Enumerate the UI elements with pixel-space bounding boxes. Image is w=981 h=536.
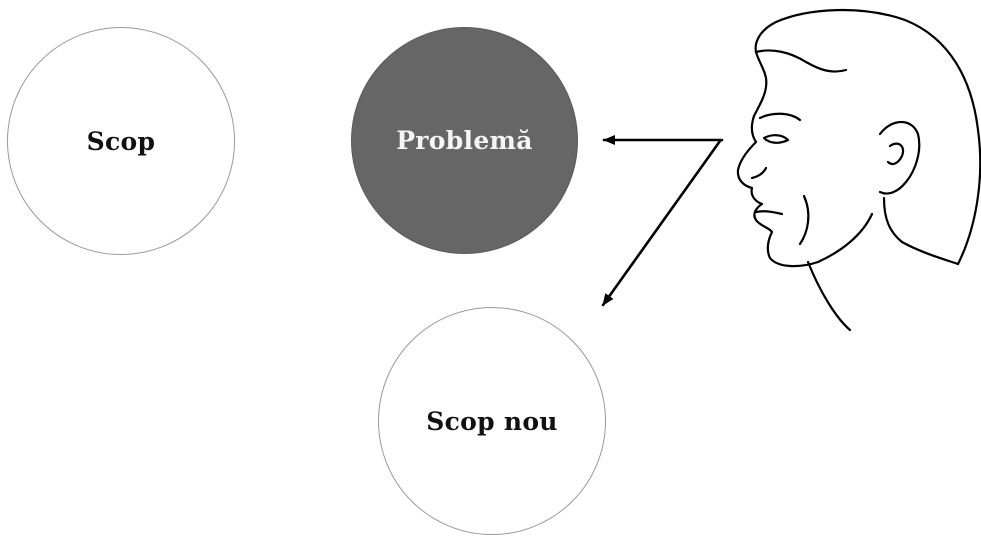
nostril	[750, 166, 768, 180]
neck-back	[882, 196, 960, 266]
eyebrow	[758, 112, 802, 122]
problem-node: Problemă	[351, 27, 578, 254]
jaw	[816, 212, 874, 264]
human-head-profile-icon	[736, 9, 981, 332]
ear	[878, 120, 921, 195]
mouth	[754, 210, 784, 216]
face-profile	[736, 114, 820, 268]
cheek	[798, 194, 810, 246]
arrow-to-new-goal	[601, 139, 722, 307]
goal-node: Scop	[7, 27, 235, 255]
hairline	[754, 49, 848, 73]
head-outline	[752, 9, 981, 266]
new-goal-label: Scop nou	[426, 406, 558, 436]
goal-label: Scop	[86, 126, 156, 156]
neck-front	[806, 260, 852, 332]
ear-inner	[886, 142, 905, 166]
problem-label: Problemă	[396, 126, 533, 155]
new-goal-node: Scop nou	[378, 307, 606, 535]
eye	[762, 134, 790, 144]
